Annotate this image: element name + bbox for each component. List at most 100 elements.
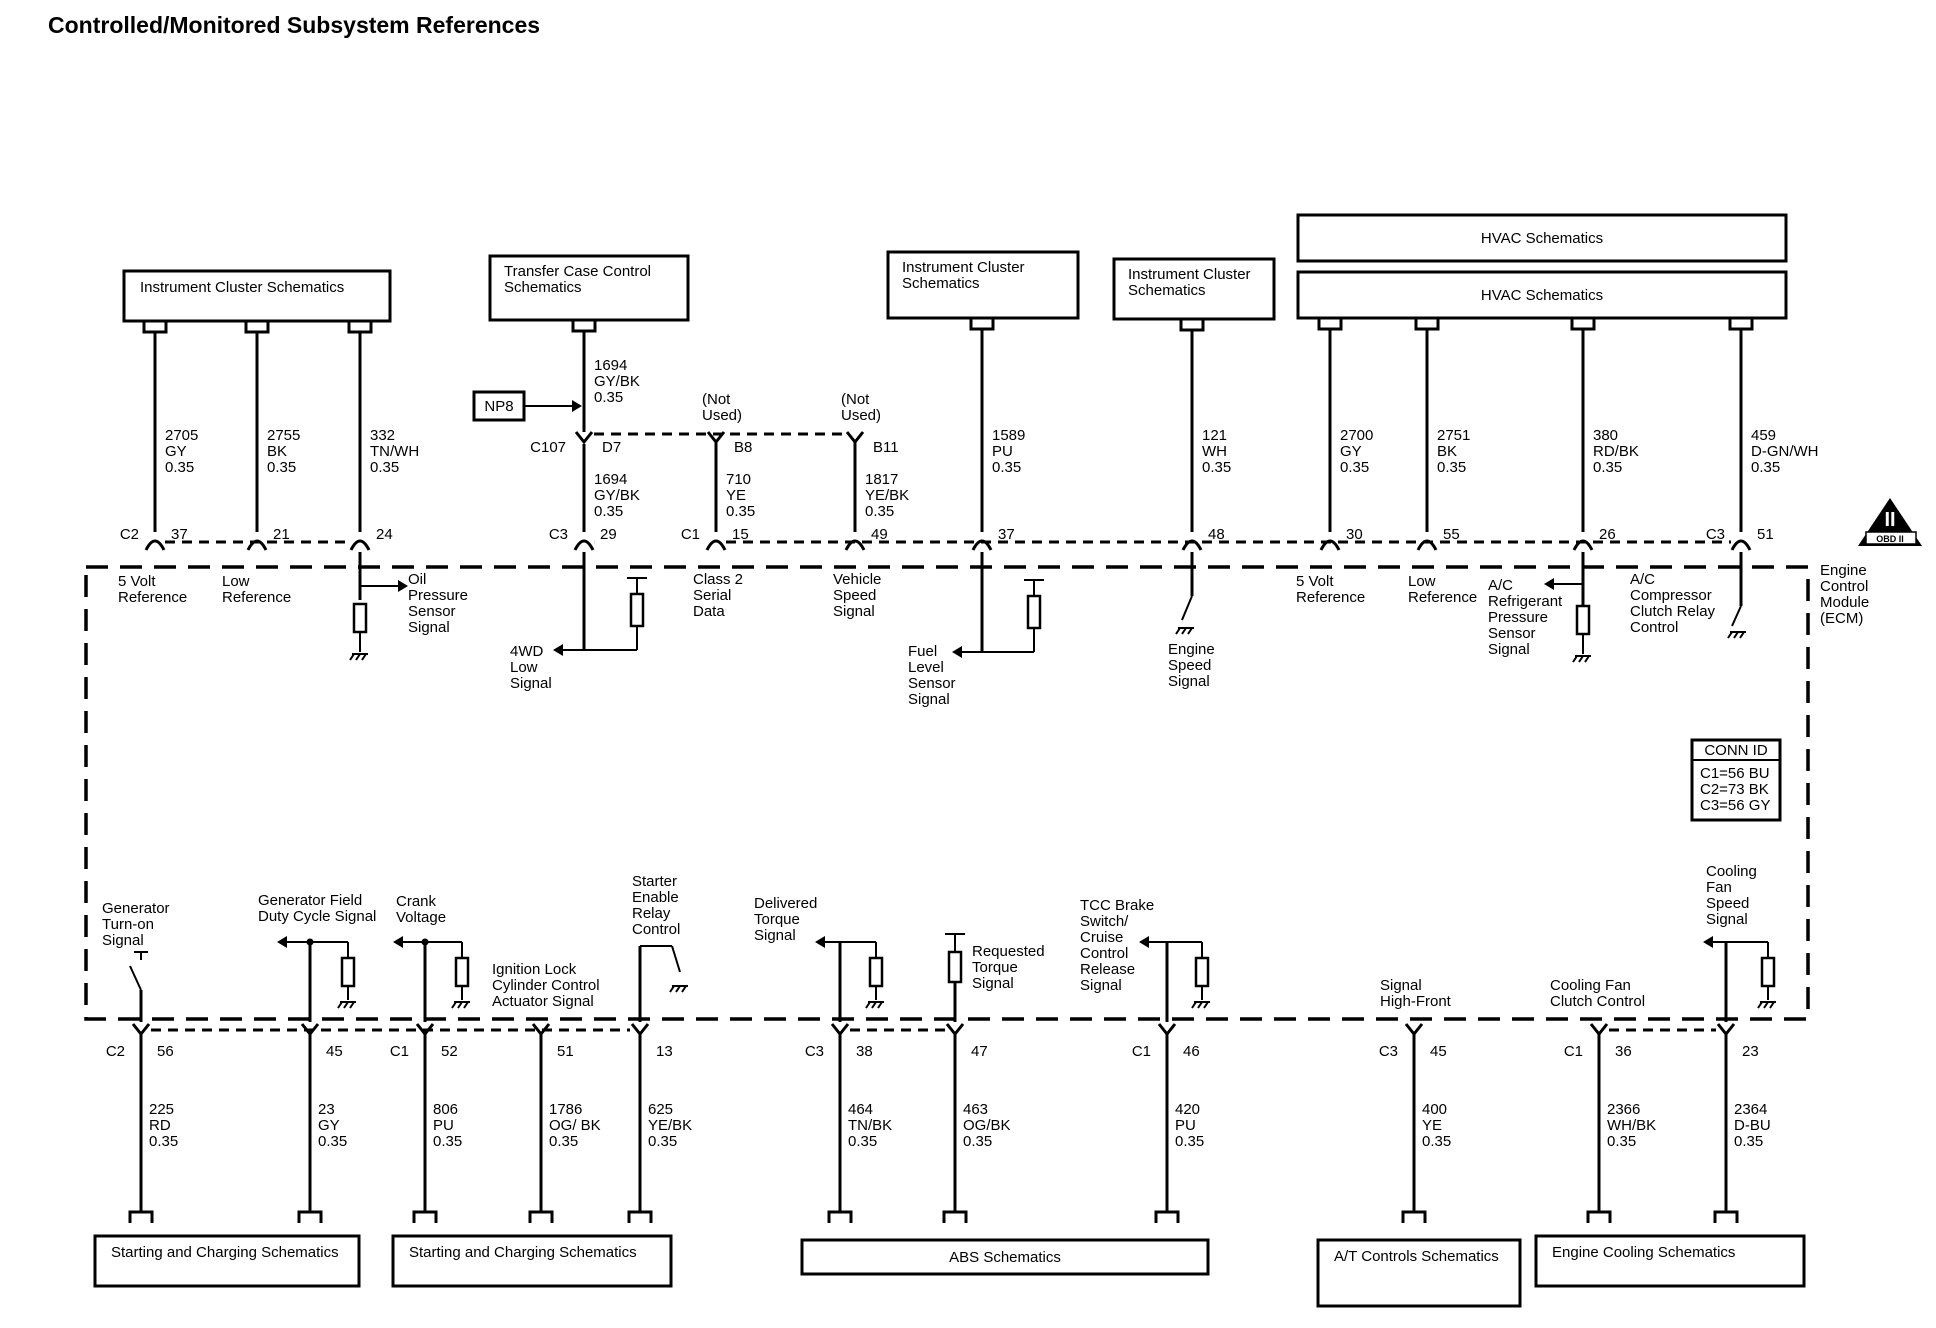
- instrument-cluster-box-3: [1112, 257, 1276, 321]
- conn-id-line: C3=56 GY: [1700, 797, 1770, 814]
- cooling-fan-speed-ground: [1757, 1001, 1763, 1009]
- bottom-wire-8-circuit: PU: [1175, 1117, 1196, 1134]
- starter-relay-switch: [671, 945, 681, 973]
- instrument-cluster-box-1: [122, 269, 392, 323]
- bottom-wire-1-circuit: 225: [149, 1101, 174, 1118]
- top-wire-6-circuit: YE/BK: [865, 487, 909, 504]
- top-wire-6-pin-label: 49: [871, 526, 888, 543]
- top-wire-11-circuit: 380: [1593, 427, 1618, 444]
- starter-relay-ground: [681, 985, 687, 993]
- starter-relay-ground: [675, 985, 681, 993]
- top-label-ac-pressure: A/C: [1488, 577, 1513, 594]
- top-label-low-ref-1: Low: [222, 573, 250, 590]
- bottom-wire-8-circuit: 0.35: [1175, 1133, 1204, 1150]
- top-label-engine-speed: Engine: [1168, 641, 1215, 658]
- tcc-brake-ground: [1191, 1001, 1197, 1009]
- top-label-low-ref-1: Reference: [222, 589, 291, 606]
- bottom-label-ignition-lock: Ignition Lock: [492, 961, 577, 978]
- bottom-label-cooling-fan-clutch: Cooling Fan: [1550, 977, 1631, 994]
- bottom-wire-2-circuit: 0.35: [318, 1133, 347, 1150]
- top-wire-1-circuit: 2705: [165, 427, 198, 444]
- cooling-fan-speed-resistor: [1760, 956, 1776, 988]
- bottom-wire-8-connector-label: C1: [1132, 1043, 1151, 1060]
- top-label-ac-clutch: Clutch Relay: [1630, 603, 1716, 620]
- c107-label: C107: [530, 439, 566, 456]
- bottom-wire-9-circuit: 0.35: [1422, 1133, 1451, 1150]
- delivered-torque-arrow: [815, 936, 825, 948]
- bottom-wire-3-circuit: PU: [433, 1117, 454, 1134]
- top-wire-1-circuit: 0.35: [165, 459, 194, 476]
- page-title: Controlled/Monitored Subsystem Reference…: [48, 12, 540, 38]
- bottom-label-tcc-brake: Release: [1080, 961, 1135, 978]
- top-wire-6-not-used: (Not: [841, 391, 870, 408]
- top-wire-8-terminal: [1179, 319, 1205, 332]
- top-label-ac-pressure: Pressure: [1488, 609, 1548, 626]
- 4wd-arrow: [553, 644, 563, 656]
- top-label-class2: Class 2: [693, 571, 743, 588]
- top-wire-10-pin-label: 55: [1443, 526, 1460, 543]
- engine-cooling-box-label: Engine Cooling Schematics: [1552, 1244, 1735, 1261]
- top-wire-9-connector: [1319, 539, 1341, 551]
- hvac-box-2: [1296, 270, 1788, 320]
- top-label-engine-speed: Speed: [1168, 657, 1211, 674]
- bottom-wire-7-connector: [945, 1023, 965, 1037]
- top-wire-2-circuit: 0.35: [267, 459, 296, 476]
- top-wire-4-circuit-upper: 0.35: [594, 389, 623, 406]
- ac-pressure-ground: [1572, 655, 1578, 663]
- delivered-torque-ground: [865, 1001, 871, 1009]
- top-wire-4-connector: [573, 539, 595, 551]
- top-label-ac-pressure: Signal: [1488, 641, 1530, 658]
- top-label-ac-pressure: Refrigerant: [1488, 593, 1563, 610]
- top-wire-6-circuit: 0.35: [865, 503, 894, 520]
- bottom-label-generator-turnon: Turn-on: [102, 916, 154, 933]
- top-wire-5-pin-label: B8: [734, 439, 752, 456]
- top-wire-11-pin-label: 26: [1599, 526, 1616, 543]
- engine-speed-ground: [1175, 627, 1181, 635]
- tcc-brake-arrow: [1139, 936, 1149, 948]
- bottom-label-delivered-torque: Delivered: [754, 895, 817, 912]
- top-wire-8-circuit: 121: [1202, 427, 1227, 444]
- np8-arrow-head: [572, 400, 582, 412]
- bottom-wire-1-terminal: [128, 1210, 154, 1223]
- starting-charging-box-1: [93, 1234, 361, 1288]
- generator-turn-on-switch: [129, 965, 142, 991]
- top-wire-5-not-used: Used): [702, 407, 742, 424]
- ecm-boundary: [84, 565, 1810, 1021]
- bottom-label-tcc-brake: Cruise: [1080, 929, 1123, 946]
- bottom-wire-10-circuit: 2366: [1607, 1101, 1640, 1118]
- obd-ii-icon: [1865, 531, 1917, 545]
- bottom-wire-6-circuit: 464: [848, 1101, 873, 1118]
- crank-voltage-arrow: [393, 936, 403, 948]
- bottom-label-cooling-fan-clutch: Clutch Control: [1550, 993, 1645, 1010]
- top-wire-9-pin-label: 30: [1346, 526, 1363, 543]
- top-wire-1-pin-label: 37: [171, 526, 188, 543]
- starting-charging-box-2: [391, 1234, 673, 1288]
- bottom-wire-8-circuit: 420: [1175, 1101, 1200, 1118]
- bottom-wire-5-circuit: 625: [648, 1101, 673, 1118]
- tcc-brake-resistor: [1194, 956, 1210, 988]
- bottom-wire-6-pin-label: 38: [856, 1043, 873, 1060]
- ac-clutch-ground: [1733, 631, 1739, 639]
- fuel-level-resistor: [1026, 594, 1042, 630]
- oil-pressure-arrow: [398, 580, 408, 592]
- hvac-box-1: [1296, 213, 1788, 263]
- fuel-level-arrow: [952, 646, 962, 658]
- obd-ii-label: OBD II: [1876, 534, 1904, 544]
- instrument-cluster-box-3-label: Instrument Cluster: [1128, 266, 1251, 283]
- top-label-5v-ref-1: Reference: [118, 589, 187, 606]
- engine-speed-switch: [1181, 595, 1193, 621]
- top-wire-9-circuit: GY: [1340, 443, 1362, 460]
- bottom-label-cooling-fan-speed: Speed: [1706, 895, 1749, 912]
- top-label-class2: Serial: [693, 587, 731, 604]
- oil-pressure-ground: [355, 653, 361, 661]
- bottom-wire-1-circuit: RD: [149, 1117, 171, 1134]
- bottom-wire-8-terminal: [1154, 1210, 1180, 1223]
- bottom-wire-10-connector: [1589, 1023, 1609, 1037]
- bottom-label-tcc-brake: Signal: [1080, 977, 1122, 994]
- bottom-label-starter-relay: Enable: [632, 889, 679, 906]
- top-wire-3-circuit: 332: [370, 427, 395, 444]
- top-wire-4-circuit: 0.35: [594, 503, 623, 520]
- bottom-wire-7-circuit: 0.35: [963, 1133, 992, 1150]
- top-label-fuel-level: Fuel: [908, 643, 937, 660]
